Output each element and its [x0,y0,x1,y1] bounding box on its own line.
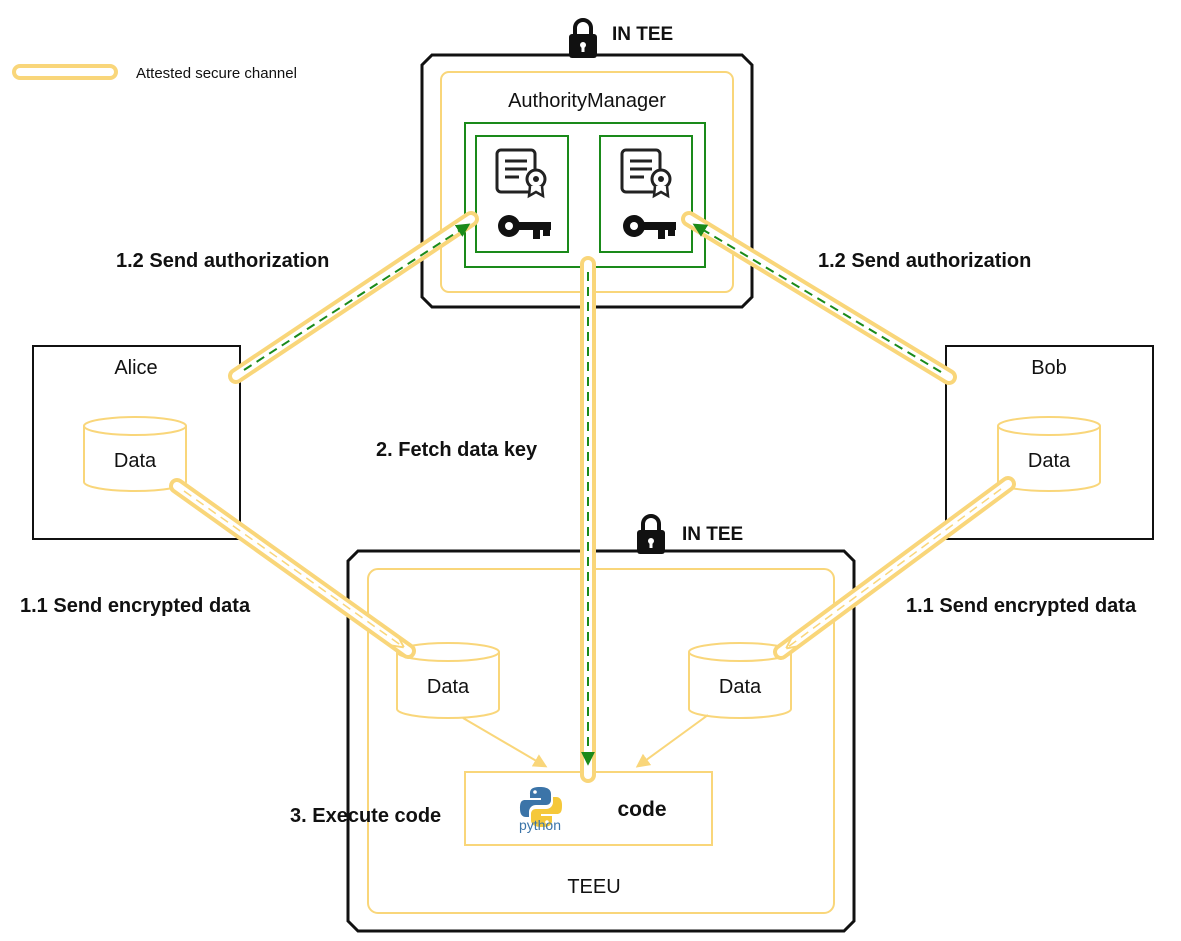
step-send-data-right: 1.1 Send encrypted data [906,595,1137,617]
lock-icon [637,514,665,554]
tee-bottom-badge: IN TEE [682,524,743,545]
key-icon [623,215,676,239]
key-icon [498,215,551,239]
python-icon [520,787,562,827]
teeu-database-left [396,642,500,719]
alice-data-label: Data [114,450,157,472]
step-send-auth-left: 1.2 Send authorization [116,250,329,272]
code-label: code [617,798,666,821]
teeu-data-right-label: Data [719,676,762,698]
tee-bottom-inner [367,568,835,914]
alice-database-icon [83,416,187,492]
step-execute: 3. Execute code [290,805,441,827]
tee-authority-manager: AuthorityManager [420,53,754,309]
tee-top-border [420,53,754,309]
tee-bottom-border [346,549,856,933]
tee-teeu: Data Data python code TEEU [346,549,856,933]
certificate-icon [620,148,672,199]
step-send-auth-right: 1.2 Send authorization [818,250,1031,272]
legend: Attested secure channel [12,64,297,82]
certificate-icon [495,148,547,199]
tee-top-badge: IN TEE [612,24,673,45]
data-to-code-arrow-left [462,717,548,768]
secure-channels [169,211,1016,783]
key-slot-left [475,135,569,253]
teeu-title: TEEU [567,876,620,898]
authority-manager-title: AuthorityManager [508,90,666,112]
key-slot-right [599,135,693,253]
lock-icon [569,18,597,58]
arrow-bob-auth [692,223,942,373]
teeu-database-right [688,642,792,719]
teeu-data-left-label: Data [427,676,470,698]
legend-label: Attested secure channel [136,65,297,82]
bob-data-label: Data [1028,450,1071,472]
alice-name: Alice [114,357,157,379]
bob-name: Bob [1031,357,1067,379]
alice-node: Alice Data [32,345,241,540]
python-label: python [519,817,561,833]
data-to-code-arrow-right [635,714,709,768]
step-send-data-left: 1.1 Send encrypted data [20,595,251,617]
code-box [464,771,713,846]
step-fetch-key: 2. Fetch data key [376,439,538,461]
